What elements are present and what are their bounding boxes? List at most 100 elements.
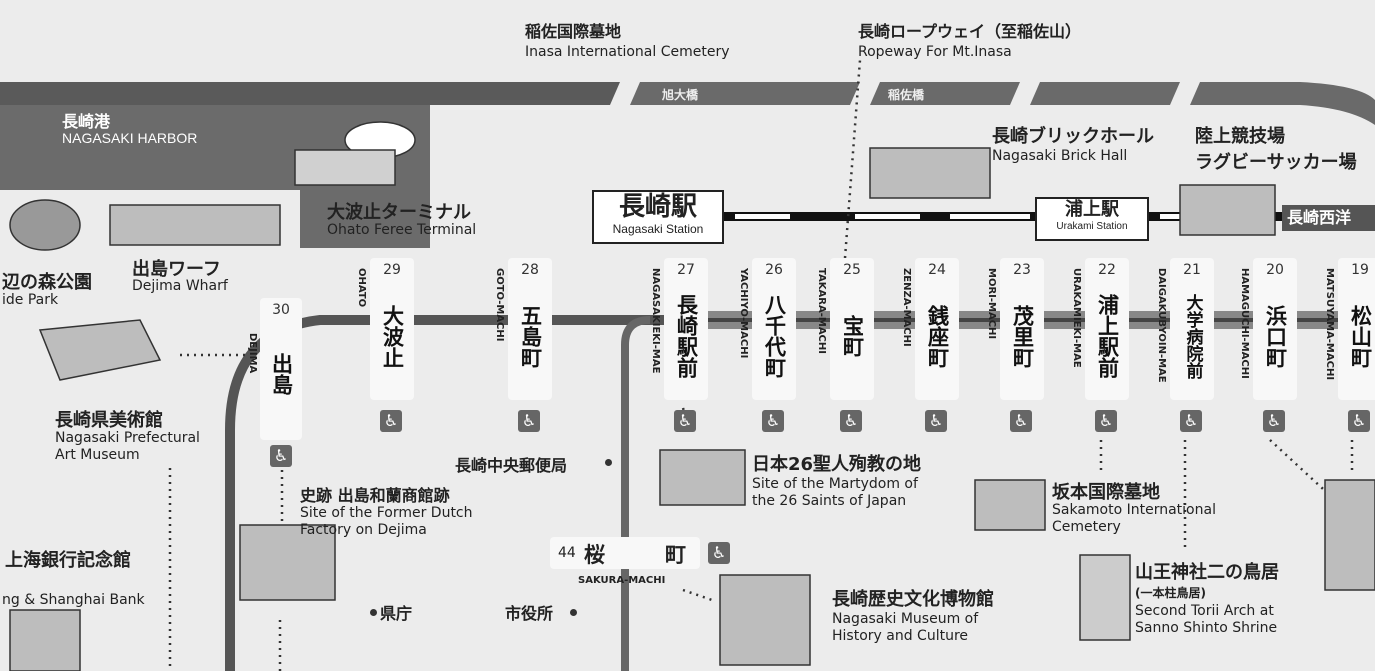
prefecture-dot xyxy=(370,609,377,616)
stop-number: 27 xyxy=(677,262,695,278)
stop-21[interactable]: 21 大学病院前 xyxy=(1170,258,1214,400)
stop-name-2: 町 xyxy=(665,543,686,567)
stop-number: 21 xyxy=(1183,262,1201,278)
brick-hall-en: Nagasaki Brick Hall xyxy=(992,148,1128,164)
stop-number: 19 xyxy=(1351,262,1369,278)
main-road-mid xyxy=(630,82,860,105)
history-museum-jp: 長崎歴史文化博物館 xyxy=(832,589,994,610)
jr-railway-line xyxy=(720,212,1290,221)
building-illustrations xyxy=(9,121,1375,671)
wheelchair-icon: ♿ xyxy=(1348,410,1370,432)
stop-25[interactable]: 25 宝町 xyxy=(830,258,874,400)
post-office-label: 長崎中央郵便局 xyxy=(455,456,568,475)
stop-name: 出島 xyxy=(269,353,294,395)
sanno-en-1: Second Torii Arch at xyxy=(1135,603,1274,619)
stop-number: 22 xyxy=(1098,262,1116,278)
main-road-curve xyxy=(1190,82,1375,125)
wheelchair-icon: ♿ xyxy=(925,410,947,432)
sakamoto-en-2: Cemetery xyxy=(1052,519,1121,535)
stop-24[interactable]: 24 銭座町 xyxy=(915,258,959,400)
wheelchair-icon: ♿ xyxy=(518,410,540,432)
stop-number: 30 xyxy=(272,302,290,318)
wheelchair-icon: ♿ xyxy=(1095,410,1117,432)
shanghai-bank-en: ng & Shanghai Bank xyxy=(2,592,145,608)
stop-name: 長崎駅前 xyxy=(674,294,699,378)
wharf-jp: 出島ワーフ xyxy=(132,259,221,280)
shanghai-bank-building xyxy=(9,609,81,671)
stop-sakura-machi[interactable]: 44 桜 町 xyxy=(550,537,700,569)
main-road-left xyxy=(0,82,620,105)
stop-roman-sakura: SAKURA-MACHI xyxy=(578,575,666,586)
stadium-jp-1: 陸上競技場 xyxy=(1195,126,1285,147)
wheelchair-icon: ♿ xyxy=(674,410,696,432)
wheelchair-icon: ♿ xyxy=(270,445,292,467)
urakami-station-box[interactable]: 浦上駅 Urakami Station xyxy=(1035,197,1149,241)
stop-roman-label: TAKARA-MACHI xyxy=(816,268,827,354)
ropeway-jp: 長崎ロープウェイ（至稲佐山） xyxy=(858,22,1082,41)
main-road-right xyxy=(870,82,1020,105)
stop-number: 25 xyxy=(843,262,861,278)
stop-number: 24 xyxy=(928,262,946,278)
inasa-cemetery-jp: 稲佐国際墓地 xyxy=(525,22,622,41)
sanno-torii xyxy=(1079,554,1131,641)
stop-roman-label: ZENZA-MACHI xyxy=(901,268,912,347)
stadium-jp-2: ラグビーサッカー場 xyxy=(1195,152,1357,173)
nagasaki-station-en: Nagasaki Station xyxy=(612,222,704,236)
city-hall-dot xyxy=(570,609,577,616)
urakami-station-jp: 浦上駅 xyxy=(1065,199,1119,220)
park-trees xyxy=(9,199,81,251)
brick-hall-jp: 長崎ブリックホール xyxy=(992,126,1154,147)
building-right-edge xyxy=(1324,479,1375,591)
martyrs-jp: 日本26聖人殉教の地 xyxy=(752,454,922,475)
stop-name: 茂里町 xyxy=(1010,304,1035,368)
ropeway-en: Ropeway For Mt.Inasa xyxy=(858,44,1012,60)
dejima-site-en-2: Factory on Dejima xyxy=(300,522,427,538)
stop-name: 浜口町 xyxy=(1263,304,1288,368)
shanghai-bank-jp: 上海銀行記念館 xyxy=(5,550,131,571)
stop-roman-label: URAKAMIEKI-MAE xyxy=(1071,268,1082,368)
sakamoto-cemetery-cross xyxy=(974,479,1046,531)
stop-name: 銭座町 xyxy=(925,304,950,368)
stop-roman-label: OHATO xyxy=(356,268,367,308)
inasa-cemetery-en: Inasa International Cemetery xyxy=(525,44,730,60)
walking-paths xyxy=(168,59,1354,671)
stop-27[interactable]: 27 長崎駅前 xyxy=(664,258,708,400)
stop-name: 五島町 xyxy=(518,304,543,368)
nagasaki-station-jp: 長崎駅 xyxy=(618,192,697,222)
terminal-jp: 大波止ターミナル xyxy=(327,202,471,223)
stop-roman-label: HAMAGUCHI-MACHI xyxy=(1239,268,1250,379)
urakami-station-en: Urakami Station xyxy=(1056,221,1128,232)
inasa-bridge-label: 稲佐橋 xyxy=(888,88,925,102)
sanno-jp: 山王神社二の鳥居 xyxy=(1135,562,1279,583)
dejima-site-jp: 史跡 出島和蘭商館跡 xyxy=(300,486,450,505)
park-en: ide Park xyxy=(2,292,59,308)
harbor-water xyxy=(0,82,430,248)
prefecture-label: 県庁 xyxy=(380,604,413,623)
dejima-wharf-building xyxy=(109,204,281,246)
nagasaki-station-box[interactable]: 長崎駅 Nagasaki Station xyxy=(592,190,724,244)
history-museum-en-2: History and Culture xyxy=(832,628,969,644)
stop-number: 29 xyxy=(383,262,401,278)
stop-roman-label: GOTO-MACHI xyxy=(494,268,505,342)
art-museum-building xyxy=(38,319,162,381)
martyrs-monument xyxy=(659,449,746,506)
post-office-dot xyxy=(605,459,612,466)
history-museum-building xyxy=(719,574,811,666)
stop-name: 大学病院前 xyxy=(1182,293,1203,379)
stop-name: 宝町 xyxy=(840,315,865,357)
dejima-site-en-1: Site of the Former Dutch xyxy=(300,505,473,521)
sanno-sub: (一本柱鳥居) xyxy=(1135,586,1206,600)
art-museum-jp: 長崎県美術館 xyxy=(55,410,163,431)
stop-number: 44 xyxy=(558,545,576,561)
stop-roman-label: NAGASAKIEKI-MAE xyxy=(650,268,661,374)
sakamoto-jp: 坂本国際墓地 xyxy=(1052,482,1160,503)
stop-dejima[interactable]: 30 出島 xyxy=(260,298,302,440)
